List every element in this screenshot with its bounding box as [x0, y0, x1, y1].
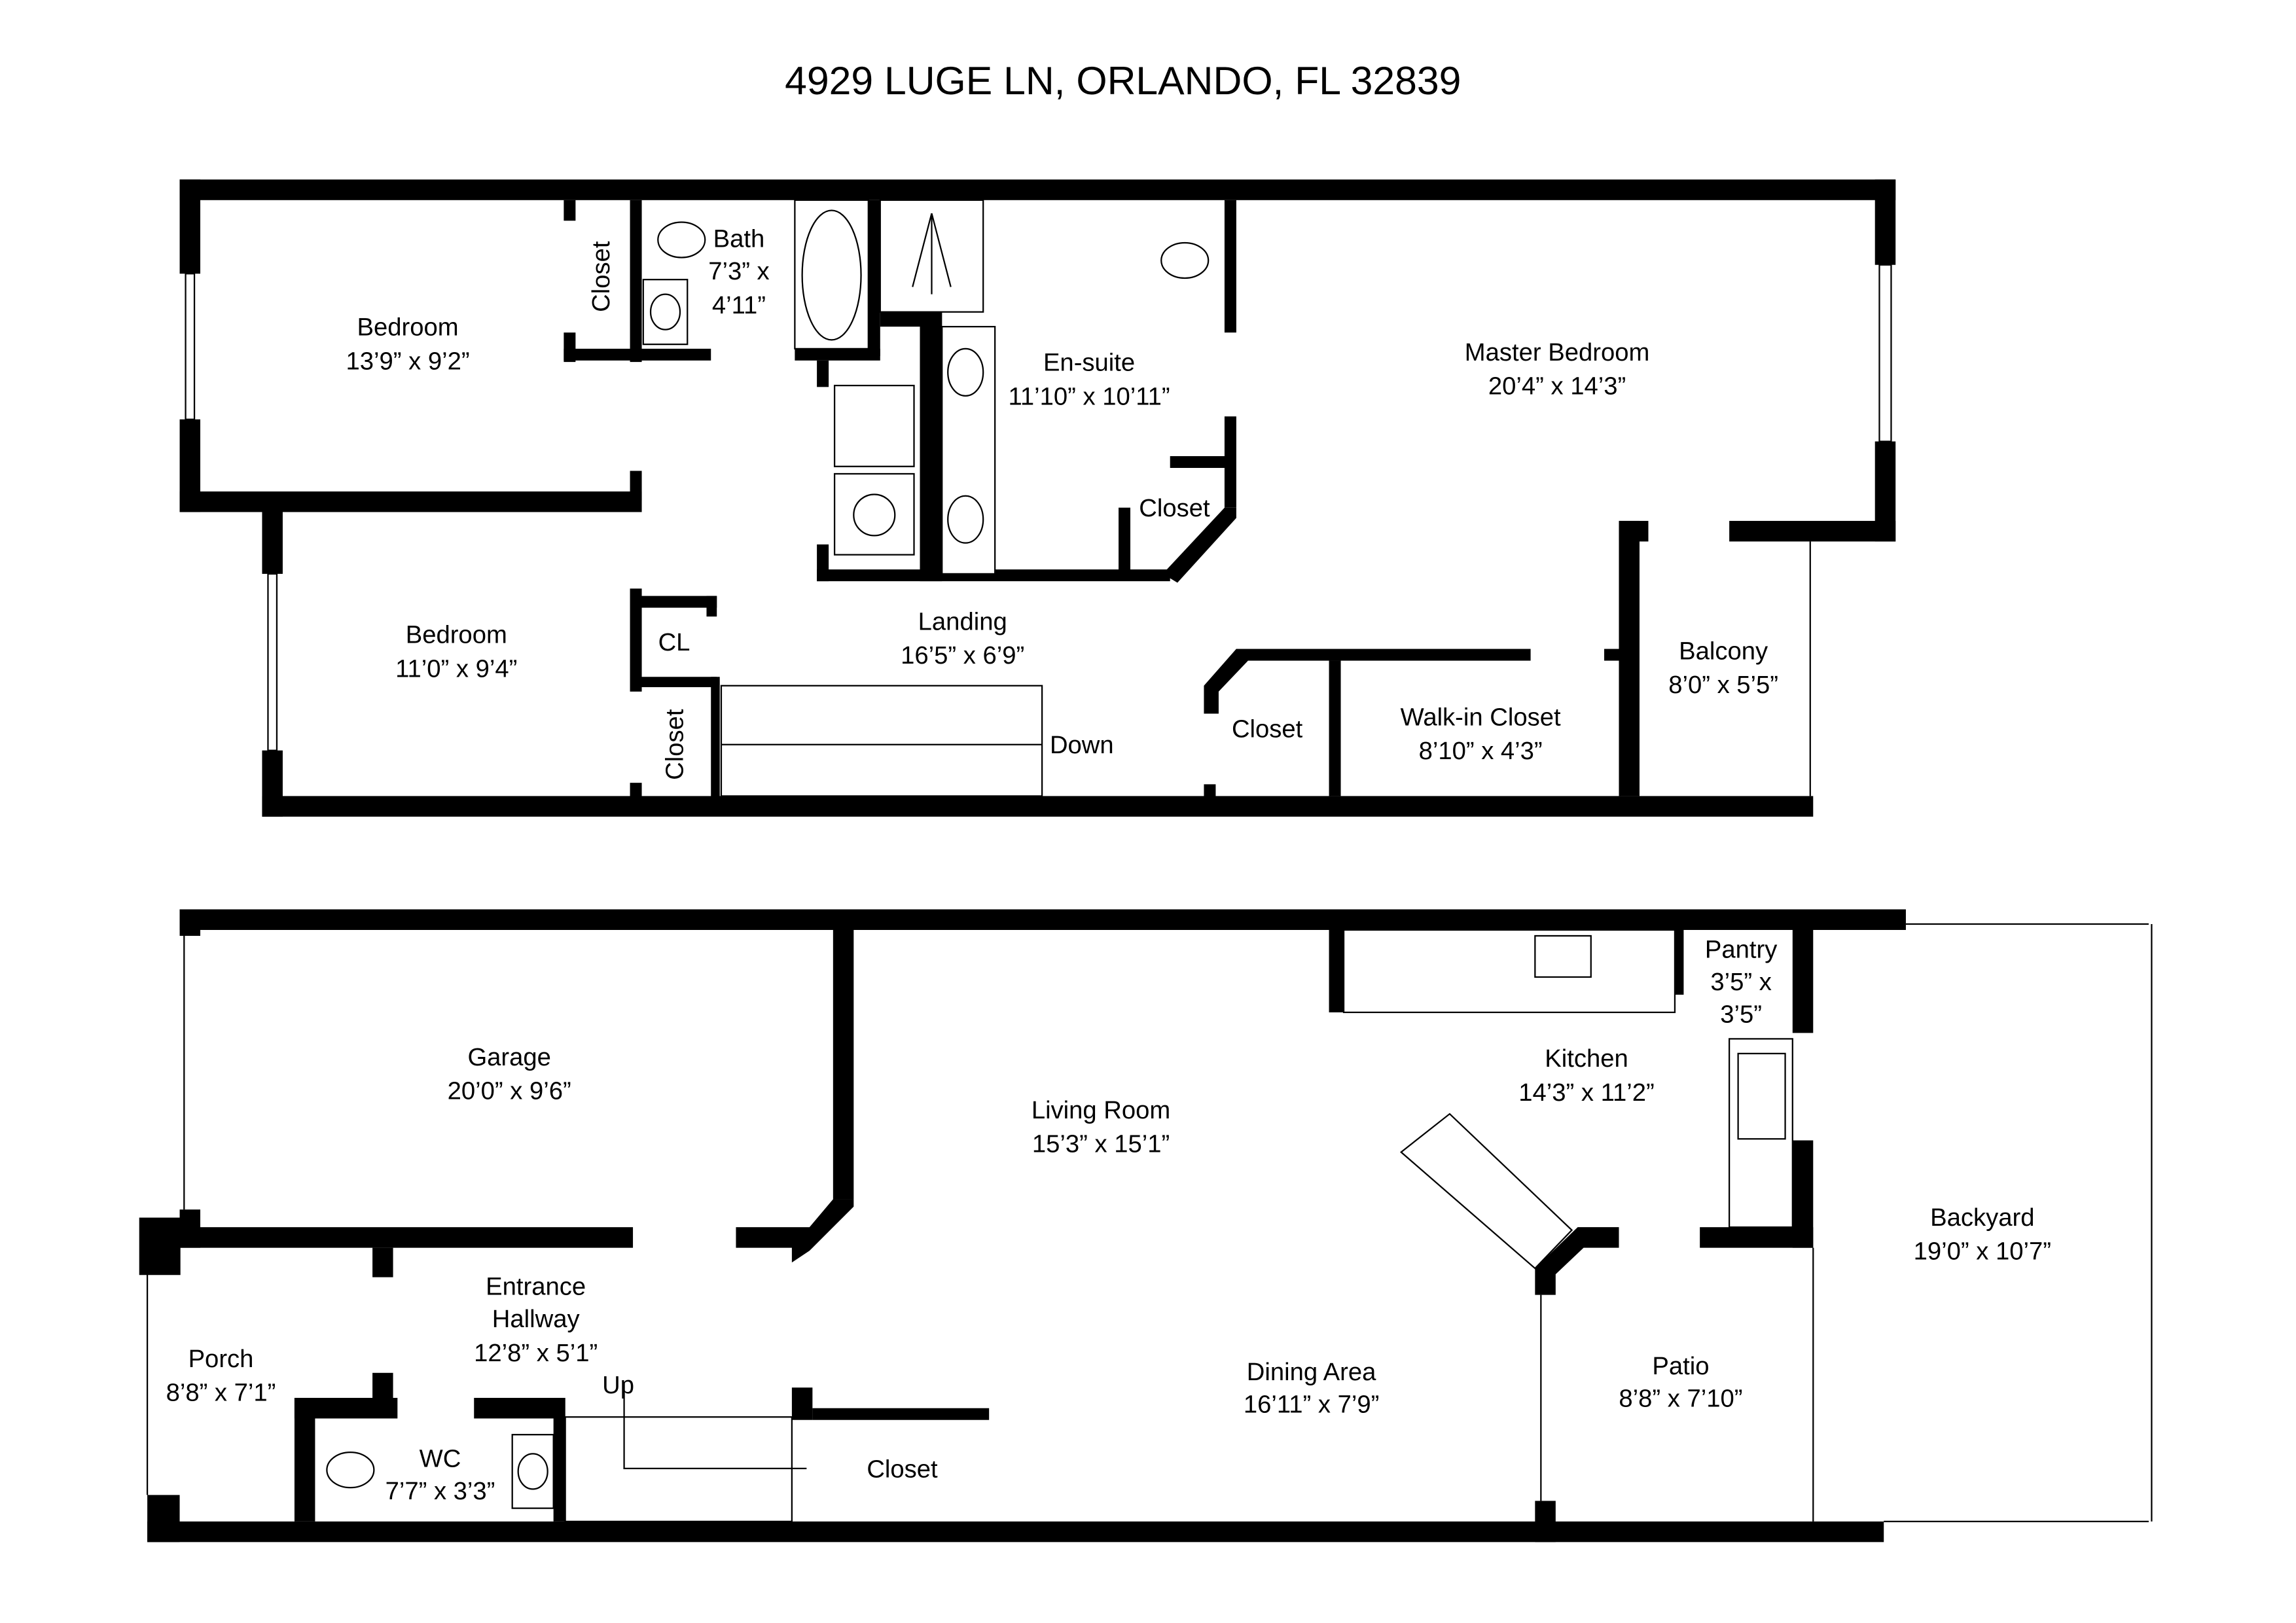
room-size: 19’0” x 10’7” [1914, 1238, 2051, 1266]
room-name: Patio [1652, 1352, 1709, 1380]
kitchen-island [1399, 1113, 1573, 1270]
room-size: 16’5” x 6’9” [901, 641, 1024, 669]
stove-icon [1534, 935, 1592, 978]
address-title: 4929 LUGE LN, ORLANDO, FL 32839 [785, 58, 1461, 103]
room-name: Backyard [1930, 1204, 2034, 1232]
room-name: Kitchen [1545, 1044, 1628, 1073]
room-size: 12’8” x 5’1” [474, 1339, 598, 1367]
room-name: WC [420, 1445, 461, 1473]
room-size: 7’7” x 3’3” [386, 1477, 495, 1505]
room-name: En-suite [1043, 349, 1135, 377]
washer-icon [833, 384, 915, 467]
room-name: Walk-in Closet [1401, 703, 1561, 731]
room-name: Landing [918, 607, 1007, 635]
room-size: 15’3” x 15’1” [1032, 1130, 1170, 1158]
room-size: 13’9” x 9’2” [346, 347, 470, 375]
lower-floor: Garage 20’0” x 9’6” Living Room 15’3” x … [139, 909, 2153, 1543]
room-name: Closet [867, 1455, 938, 1483]
room-name: Garage [467, 1043, 550, 1071]
staircase-down [720, 685, 1043, 797]
room-name: Closet [661, 709, 689, 780]
lower-fixtures [326, 929, 1793, 1522]
room-size: 14’3” x 11’2” [1518, 1079, 1654, 1107]
toilet-icon [1160, 241, 1210, 279]
lower-labels: Garage 20’0” x 9’6” Living Room 15’3” x … [166, 936, 2051, 1505]
room-size: 8’8” x 7’10” [1619, 1384, 1742, 1412]
room-name: Pantry [1705, 936, 1778, 964]
room-size: 20’4” x 14’3” [1488, 372, 1626, 401]
toilet-icon [657, 221, 706, 259]
room-name: Dining Area [1247, 1358, 1376, 1386]
stairs-label: Up [602, 1371, 634, 1399]
sink-icon [1737, 1052, 1786, 1140]
room-size: 4’11” [712, 291, 766, 319]
room-size: 11’10” x 10’11” [1008, 382, 1170, 410]
room-name: Bath [713, 225, 765, 253]
room-name: Closet [1139, 494, 1210, 522]
room-size: 7’3” x [708, 257, 769, 285]
room-size: 8’8” x 7’1” [166, 1378, 276, 1406]
room-size: 3’5” [1720, 1001, 1762, 1029]
stairs-label: Down [1050, 731, 1114, 759]
room-name: Master Bedroom [1465, 338, 1650, 366]
room-name: Bedroom [406, 621, 507, 649]
toilet-icon [326, 1452, 375, 1489]
upper-labels: Bedroom 13’9” x 9’2” Closet Bath 7’3” x … [346, 225, 1779, 780]
upper-walls [179, 179, 1896, 817]
room-name: Bedroom [357, 313, 459, 342]
upper-floor: Bedroom 13’9” x 9’2” Closet Bath 7’3” x … [179, 179, 1896, 817]
room-size: 8’10” x 4’3” [1419, 737, 1543, 765]
upper-fixtures [642, 199, 1210, 797]
room-name: Hallway [492, 1305, 581, 1333]
room-name: CL [658, 628, 691, 656]
room-size: 3’5” x [1710, 968, 1771, 996]
room-name: Closet [587, 241, 615, 312]
room-size: 11’0” x 9’4” [395, 654, 517, 683]
room-name: Living Room [1031, 1096, 1170, 1124]
room-name: Balcony [1679, 637, 1768, 665]
room-size: 8’0” x 5’5” [1668, 671, 1778, 699]
kitchen-counter [1342, 929, 1676, 1014]
lower-walls [139, 909, 2153, 1543]
room-size: 16’11” x 7’9” [1244, 1390, 1379, 1418]
room-name: Porch [188, 1345, 254, 1373]
room-name: Entrance [486, 1273, 586, 1301]
room-size: 20’0” x 9’6” [448, 1077, 571, 1105]
room-name: Closet [1232, 715, 1303, 743]
